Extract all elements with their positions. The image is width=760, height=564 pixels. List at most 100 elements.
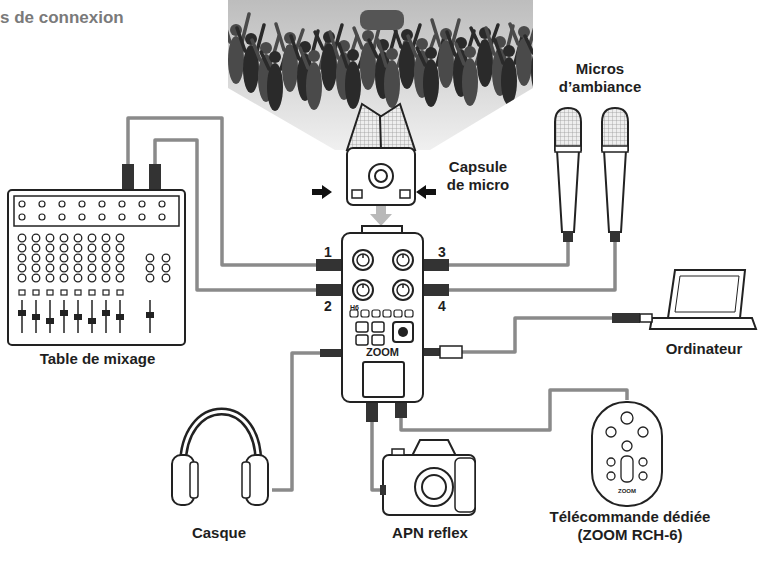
illustration-part [395,402,407,418]
illustration-part [422,475,446,499]
device-label: Table de mixage [5,350,190,368]
cable [425,242,615,290]
illustration-part [102,234,110,242]
illustration-part [668,270,745,318]
illustration-part [440,346,462,358]
input-number: 3 [436,244,448,261]
illustration-part [557,150,579,232]
illustration-part [398,327,408,337]
illustration-part [455,458,475,512]
illustration-part [63,300,65,333]
illustration-part [116,274,124,282]
illustration-part [14,196,179,226]
illustration-part [400,190,410,198]
device-label: ZOOM [342,346,423,359]
mixing-desk [8,164,185,345]
illustration-part [89,290,95,295]
illustration-part [146,274,154,282]
illustration-part [149,164,161,190]
illustration-part [60,274,68,282]
illustration-part [402,254,404,258]
illustration-part [91,300,93,333]
illustration-part [357,254,369,266]
illustration-part [60,234,68,242]
illustration-part [74,314,82,320]
device-node: Télécommande dédiée (ZOOM RCH-6) [520,400,740,560]
illustration-part [99,214,105,220]
illustration-part [74,244,82,252]
illustration-part [320,349,342,357]
diagram-title: s de connexion [0,8,124,28]
illustration-part [393,280,413,300]
illustration-part [60,310,68,316]
illustration-part [353,250,373,270]
illustration-part [116,254,124,262]
device-label: H6 [350,304,380,312]
illustration-part [363,362,404,397]
illustration-part [675,276,739,312]
illustration-part [190,462,198,498]
illustration-part [639,472,647,480]
illustration-part [316,259,342,271]
illustration-part [592,402,662,506]
illustration-part [61,290,67,295]
illustration-part [555,146,581,152]
illustration-part [105,300,107,333]
illustration-part [350,310,413,317]
illustration-part [102,254,110,262]
illustration-part [60,264,68,272]
illustration-part [79,214,85,220]
illustration-part [103,290,109,295]
illustration-part [139,201,145,207]
illustration-part [563,231,573,242]
illustration-part [116,234,124,242]
illustration-part [361,310,369,317]
illustration-part [269,51,281,63]
mount-arrow [376,206,386,214]
illustration-part [60,254,68,262]
illustration-part [116,314,124,320]
illustration-part [59,214,65,220]
illustration-part [102,274,110,282]
illustration-part [622,441,632,451]
illustration-part [610,231,620,242]
illustration-part [357,284,369,296]
recorder-node: H6ZOOM [342,226,425,402]
ambient-mics [555,108,628,242]
input-number: 4 [436,298,448,315]
illustration-part [510,20,537,44]
illustration-part [46,264,54,272]
illustration-part [74,274,82,282]
illustration-part [423,259,449,271]
illustration-part [375,170,387,182]
illustration-part [347,104,382,150]
device-label: Capsule de micro [442,158,514,194]
illustration-part [18,274,26,282]
illustration-part [347,49,359,61]
illustration-part [362,254,364,258]
illustration-part [139,214,145,220]
laptop [612,270,756,329]
illustration-part [119,201,125,207]
illustration-part [350,310,358,317]
illustration-part [46,254,54,262]
illustration-part [372,310,380,317]
illustration-part [372,335,384,345]
illustration-part [386,48,398,60]
illustration-part [366,402,378,422]
illustration-part [639,458,647,466]
headphones [172,412,268,506]
illustration-part [416,185,436,199]
illustration-part [60,244,68,252]
illustration-part [102,310,110,316]
illustration-part [88,274,96,282]
illustration-part [88,244,96,252]
illustration-part [394,310,402,317]
crowd-silhouettes [222,10,552,111]
illustration-part [352,190,362,198]
illustration-part [308,50,320,62]
device-label: Ordinateur [650,340,758,358]
illustration-part [362,284,364,288]
illustration-part [360,10,404,30]
illustration-part [525,31,552,53]
